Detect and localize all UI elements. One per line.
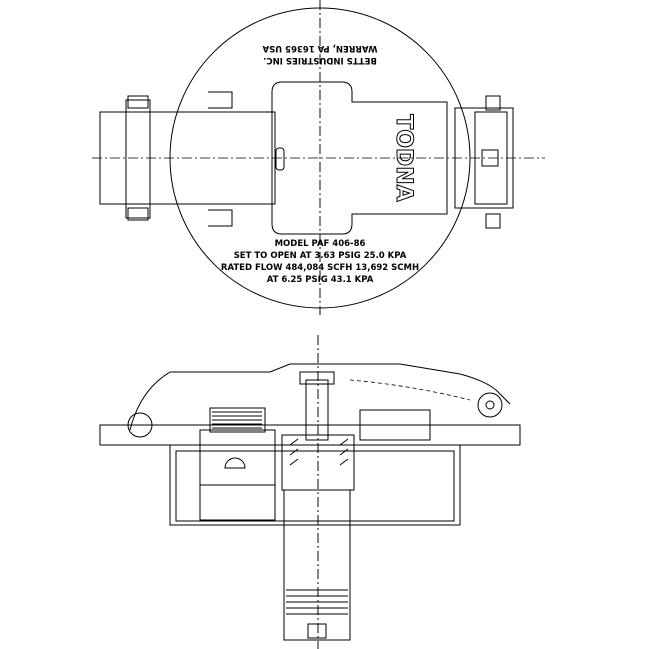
rated-at-text: AT 6.25 PSIG 43.1 KPA	[267, 275, 374, 285]
set-to-open-text: SET TO OPEN AT 3.63 PSIG 25.0 KPA	[234, 251, 407, 261]
stem	[305, 379, 329, 441]
section-view	[99, 335, 521, 649]
pressure-cylinder	[283, 489, 351, 641]
latch-pin	[477, 392, 503, 418]
maker-line1: BETTS INDUSTRIES INC.	[263, 55, 377, 65]
top-view: BETTS INDUSTRIES INC. WARREN, PA 16365 U…	[92, 0, 545, 315]
logo: TODNA	[391, 114, 416, 201]
rated-flow-text: RATED FLOW 484,084 SCFH 13,692 SCMH	[221, 263, 419, 273]
vacuum-valve	[199, 429, 276, 521]
hinge-arm	[99, 111, 276, 205]
lid-plate	[271, 81, 448, 235]
body	[169, 444, 461, 526]
latch	[454, 107, 514, 209]
maker-line2: WARREN, PA 16365 USA	[262, 43, 377, 53]
model-text: MODEL PAF 406-86	[275, 239, 366, 249]
